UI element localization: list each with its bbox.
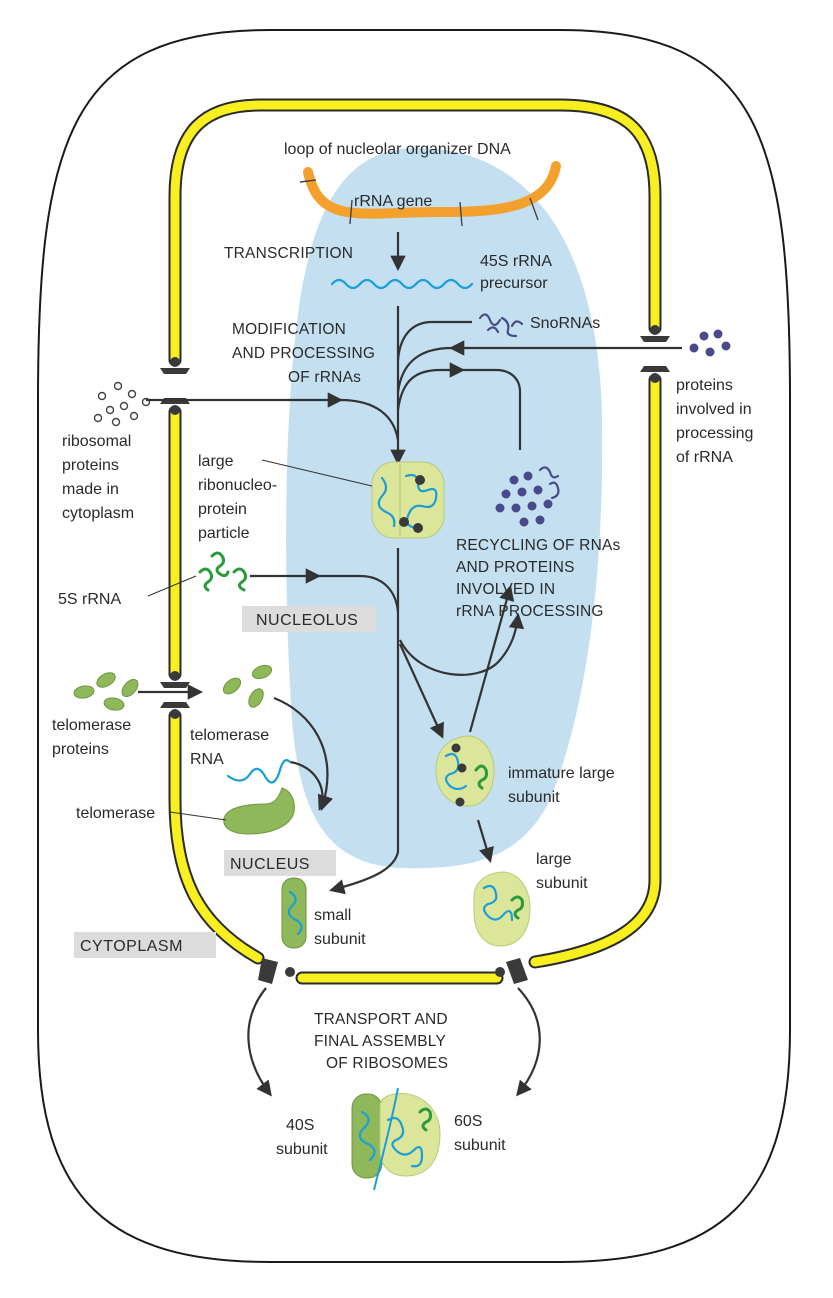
immature-large-subunit bbox=[435, 735, 495, 807]
recycling-components-icon bbox=[495, 466, 560, 527]
label-forty-s-1: 40S bbox=[286, 1117, 314, 1134]
label-ribo-proteins-2: proteins bbox=[62, 457, 119, 474]
label-cytoplasm: CYTOPLASM bbox=[80, 938, 183, 955]
label-recycling-4: rRNA PROCESSING bbox=[456, 603, 604, 620]
leader-large-rnp bbox=[261, 459, 373, 487]
pore-right bbox=[640, 325, 670, 383]
label-proc-proteins-1: proteins bbox=[676, 377, 733, 394]
label-large-rnp-3: protein bbox=[198, 501, 247, 518]
label-telomerase: telomerase bbox=[76, 805, 155, 822]
label-modification-1: MODIFICATION bbox=[232, 321, 346, 338]
processing-proteins-icon bbox=[689, 329, 731, 357]
label-sixty-s-1: 60S bbox=[454, 1113, 482, 1130]
label-sixty-s-2: subunit bbox=[454, 1137, 506, 1154]
label-proc-proteins-3: processing bbox=[676, 425, 753, 442]
label-large-subunit-1: large bbox=[536, 851, 572, 868]
large-rnp-particle bbox=[371, 461, 445, 539]
leader-telomerase bbox=[169, 811, 227, 821]
label-nucleus: NUCLEUS bbox=[230, 856, 310, 873]
label-dna-loop: loop of nucleolar organizer DNA bbox=[284, 141, 511, 158]
label-small-subunit-1: small bbox=[314, 907, 351, 924]
label-five-s: 5S rRNA bbox=[58, 591, 121, 608]
nucleolus-tag-box bbox=[242, 606, 376, 632]
nuclear-envelope bbox=[168, 98, 662, 985]
ribosomal-proteins-icon bbox=[93, 381, 151, 427]
label-large-rnp-4: particle bbox=[198, 525, 250, 542]
label-recycling-1: RECYCLING OF RNAs bbox=[456, 537, 620, 554]
large-subunit-icon bbox=[473, 871, 531, 947]
label-recycling-2: AND PROTEINS bbox=[456, 559, 575, 576]
small-subunit-icon bbox=[281, 877, 307, 949]
label-telomerase-rna-1: telomerase bbox=[190, 727, 269, 744]
label-large-rnp-1: large bbox=[198, 453, 234, 470]
label-immature-1: immature large bbox=[508, 765, 615, 782]
label-forty-s-2: subunit bbox=[276, 1141, 328, 1158]
snorna-icon bbox=[478, 313, 524, 338]
label-nucleolus: NUCLEOLUS bbox=[256, 612, 358, 629]
label-precursor-1: 45S rRNA bbox=[480, 253, 552, 270]
pore-bottom-left bbox=[258, 958, 295, 984]
label-rrna-gene: rRNA gene bbox=[354, 193, 432, 210]
processing-arrows bbox=[138, 232, 682, 1097]
label-telomerase-proteins-2: proteins bbox=[52, 741, 109, 758]
precursor-rna bbox=[330, 278, 474, 290]
five-s-rrna-icon bbox=[198, 551, 248, 592]
label-modification-3: OF rRNAs bbox=[288, 369, 361, 386]
label-telomerase-proteins-1: telomerase bbox=[52, 717, 131, 734]
cell-membrane bbox=[37, 29, 791, 1263]
dna-loop bbox=[299, 161, 561, 227]
telomerase-icon bbox=[223, 787, 295, 835]
pore-bottom-right bbox=[495, 958, 528, 984]
cytoplasm-tag-box bbox=[74, 932, 216, 958]
label-transport-2: FINAL ASSEMBLY bbox=[314, 1033, 446, 1050]
label-modification-2: AND PROCESSING bbox=[232, 345, 375, 362]
label-large-subunit-2: subunit bbox=[536, 875, 588, 892]
pore-left-upper bbox=[160, 357, 190, 415]
assembled-ribosome-icon bbox=[351, 1087, 441, 1191]
pore-left-lower bbox=[160, 671, 190, 719]
label-ribo-proteins-1: ribosomal bbox=[62, 433, 131, 450]
leader-five-s bbox=[147, 575, 197, 597]
label-ribo-proteins-3: made in bbox=[62, 481, 119, 498]
label-transport-3: OF RIBOSOMES bbox=[326, 1055, 448, 1072]
label-immature-2: subunit bbox=[508, 789, 560, 806]
label-ribo-proteins-4: cytoplasm bbox=[62, 505, 134, 522]
label-telomerase-rna-2: RNA bbox=[190, 751, 224, 768]
label-precursor-2: precursor bbox=[480, 275, 548, 292]
label-transport-1: TRANSPORT AND bbox=[314, 1011, 448, 1028]
telomerase-rna-icon bbox=[226, 759, 292, 784]
telomerase-proteins-icon bbox=[73, 664, 273, 711]
label-small-subunit-2: subunit bbox=[314, 931, 366, 948]
label-snornas: SnoRNAs bbox=[530, 315, 600, 332]
label-proc-proteins-2: involved in bbox=[676, 401, 752, 418]
label-large-rnp-2: ribonucleo- bbox=[198, 477, 277, 494]
label-proc-proteins-4: of rRNA bbox=[676, 449, 733, 466]
nucleus-tag-box bbox=[224, 850, 336, 876]
label-recycling-3: INVOLVED IN bbox=[456, 581, 555, 598]
nuclear-pores bbox=[160, 325, 670, 984]
label-transcription: TRANSCRIPTION bbox=[224, 245, 353, 262]
